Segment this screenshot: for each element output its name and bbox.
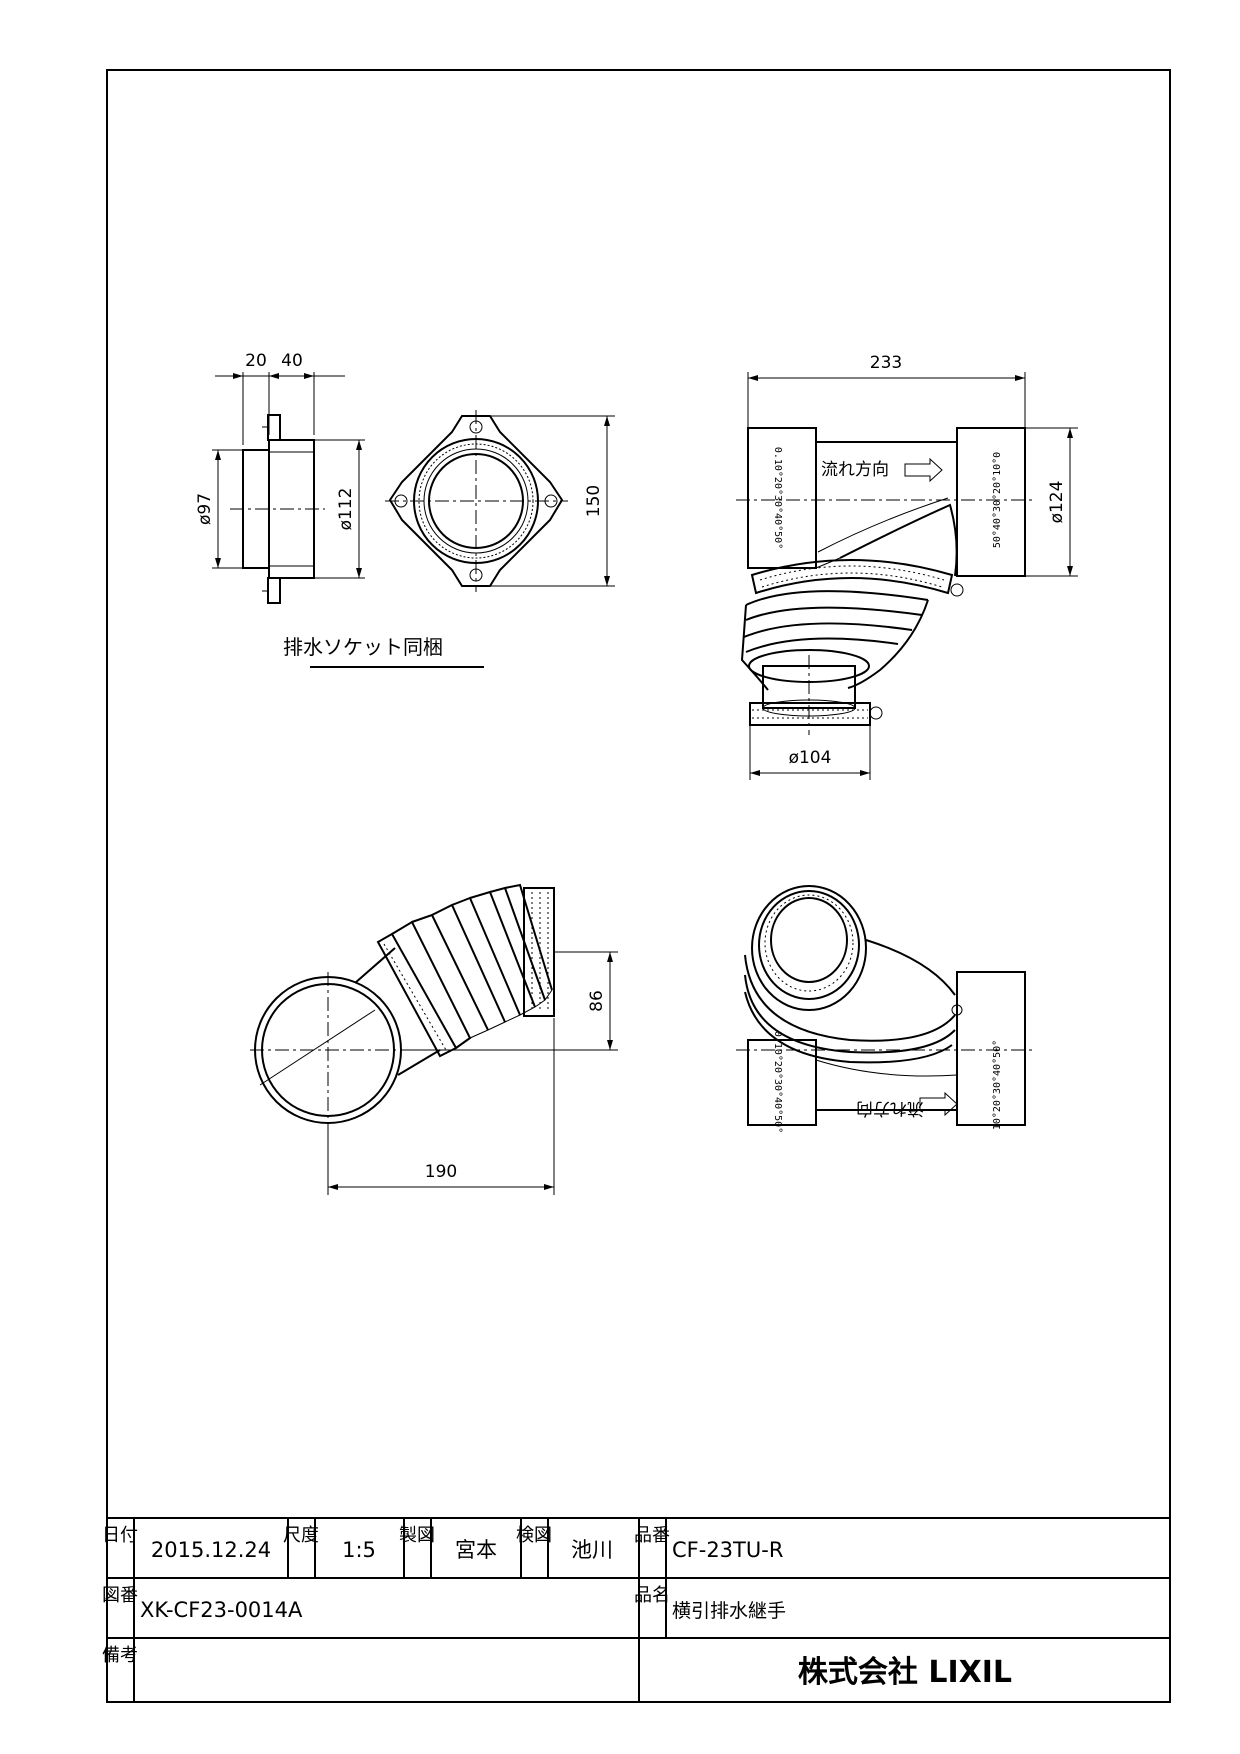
front-dim-width: 233 bbox=[870, 353, 902, 373]
drawn-label: 製図 bbox=[399, 1525, 435, 1546]
scale-value: 1:5 bbox=[342, 1538, 376, 1562]
date-label: 日付 bbox=[102, 1525, 138, 1546]
drawn-by-value: 宮本 bbox=[455, 1538, 497, 1562]
side-dim-width: 190 bbox=[425, 1162, 457, 1182]
product-name-label: 品名 bbox=[634, 1585, 670, 1606]
socket-front-view: 150 bbox=[385, 410, 615, 592]
front-dim-pipe: ø124 bbox=[1047, 481, 1067, 524]
socket-dim-inner: ø97 bbox=[195, 493, 215, 525]
top-scale-right: 10°20°30°40°50° bbox=[992, 1040, 1003, 1130]
date-value: 2015.12.24 bbox=[151, 1538, 271, 1562]
socket-dim-height: 150 bbox=[584, 485, 604, 517]
top-scale-left: 0.10°20°30°40°50° bbox=[772, 1031, 783, 1133]
front-view: 233 流れ方向 0.10°20°30°40°50° 50°40°30°20°1… bbox=[736, 353, 1078, 780]
side-view: 86 190 bbox=[250, 883, 618, 1195]
front-flow-label: 流れ方向 bbox=[821, 460, 889, 480]
socket-caption: 排水ソケット同梱 bbox=[283, 635, 443, 659]
front-dim-bottom: ø104 bbox=[789, 748, 832, 768]
top-flow-label: 流れ方向 bbox=[856, 1098, 924, 1118]
top-view: 流れ方向 0.10°20°30°40°50° 10°20°30°40°50° bbox=[736, 885, 1035, 1133]
checked-label: 検図 bbox=[516, 1525, 552, 1546]
drawing-frame bbox=[106, 69, 1171, 1703]
front-scale-left: 0.10°20°30°40°50° bbox=[772, 447, 783, 549]
product-name-value: 横引排水継手 bbox=[672, 1600, 786, 1622]
product-no-value: CF-23TU-R bbox=[672, 1538, 783, 1562]
front-scale-right: 50°40°30°20°10°0 bbox=[992, 452, 1003, 548]
checked-by-value: 池川 bbox=[571, 1538, 613, 1562]
drawing-no-label: 図番 bbox=[102, 1585, 138, 1606]
socket-side-view: 20 40 ø97 ø112 bbox=[195, 351, 365, 604]
scale-label: 尺度 bbox=[283, 1525, 319, 1546]
product-no-label: 品番 bbox=[634, 1525, 670, 1546]
socket-dim-outer: ø112 bbox=[336, 488, 356, 531]
title-block: 日付 2015.12.24 尺度 1:5 製図 宮本 検図 池川 品番 CF-2… bbox=[102, 1517, 1170, 1702]
side-dim-height: 86 bbox=[587, 990, 607, 1012]
socket-dim-a: 20 bbox=[245, 351, 267, 371]
remarks-label: 備考 bbox=[102, 1645, 138, 1666]
socket-dim-b: 40 bbox=[281, 351, 303, 371]
drawing-no-value: XK-CF23-0014A bbox=[140, 1598, 303, 1622]
company-logo: 株式会社 LIXIL bbox=[798, 1655, 1012, 1690]
